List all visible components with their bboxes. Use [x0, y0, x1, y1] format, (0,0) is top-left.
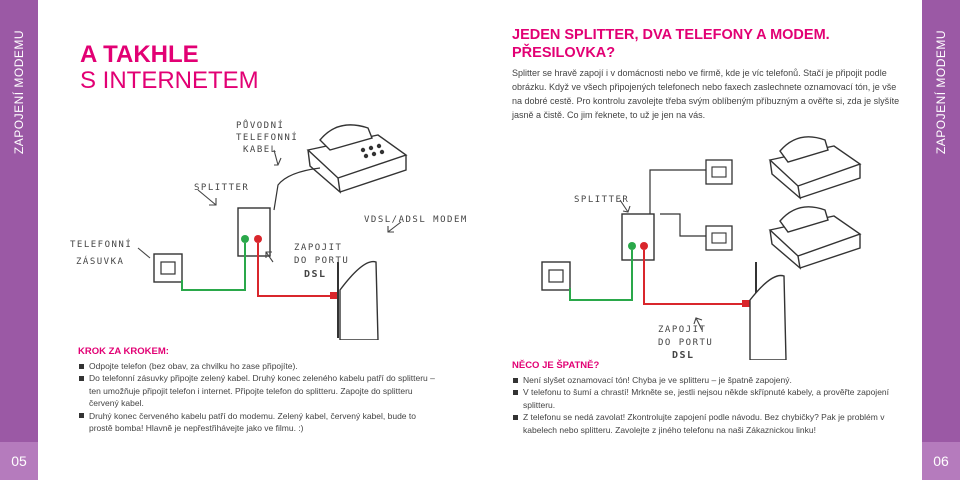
wall-socket — [541, 261, 571, 291]
label-port-1: ZAPOJIT — [658, 325, 706, 335]
left-wiring-diagram: PŮVODNÍ TELEFONNÍ KABEL SPLITTER TELEFON… — [70, 119, 468, 340]
green-cable — [569, 250, 633, 301]
label-orig-cable-2: TELEFONNÍ — [236, 131, 298, 143]
steps-list: Odpojte telefon (bez obav, za chvilku ho… — [78, 360, 438, 434]
label-port-3: DSL — [304, 269, 327, 280]
wall-socket — [153, 253, 183, 283]
phone-cable — [660, 213, 706, 237]
left-page-number-box: 05 — [0, 442, 38, 480]
green-cable — [181, 243, 246, 291]
right-page-number-box: 06 — [922, 442, 960, 480]
label-socket-1: TELEFONNÍ — [70, 238, 132, 250]
label-modem: VDSL/ADSL MODEM — [364, 215, 468, 225]
label-socket-2: ZÁSUVKA — [76, 255, 124, 267]
phone-illustration — [306, 124, 408, 194]
phone-socket — [705, 159, 733, 185]
right-title-line1: JEDEN SPLITTER, DVA TELEFONY A MODEM. — [512, 27, 830, 43]
intro-paragraph: Splitter se hravě zapojí i v domácnosti … — [512, 68, 900, 120]
phone-cable — [273, 167, 321, 211]
left-side-bar: ZAPOJENÍ MODEMU 05 — [0, 0, 38, 480]
splitter-arrow — [197, 189, 217, 206]
port-arrow — [693, 317, 703, 331]
red-cable-plug — [742, 300, 750, 307]
left-section-label: ZAPOJENÍ MODEMU — [12, 29, 26, 155]
phone-socket — [705, 225, 733, 251]
splitter-device — [237, 207, 271, 257]
socket-arrow — [137, 247, 151, 259]
right-section-label: ZAPOJENÍ MODEMU — [934, 29, 948, 155]
red-cable — [257, 243, 330, 297]
left-page-number: 05 — [11, 453, 27, 469]
left-title-line1: A TAKHLE — [80, 41, 199, 68]
trouble-list: Není slyšet oznamovací tón! Chyba je ve … — [512, 374, 892, 436]
trouble-title: NĚCO JE ŠPATNĚ? — [512, 360, 600, 371]
right-title-line2: PŘESILOVKA? — [512, 45, 616, 61]
label-port-3: DSL — [672, 350, 695, 360]
list-item: Není slyšet oznamovací tón! Chyba je ve … — [512, 374, 892, 386]
right-wiring-diagram: SPLITTER ZAPOJIT DO PORTU DSL — [541, 136, 862, 360]
splitter-device — [621, 213, 655, 261]
right-page: JEDEN SPLITTER, DVA TELEFONY A MODEM. PŘ… — [480, 0, 922, 480]
modem-arrow — [387, 221, 402, 233]
trouble-section: NĚCO JE ŠPATNĚ? Není slyšet oznamovací t… — [512, 360, 892, 436]
left-page-title: A TAKHLE S INTERNETEM — [80, 42, 259, 94]
list-item: Druhý konec červeného kabelu patří do mo… — [78, 410, 438, 435]
list-item: Odpojte telefon (bez obav, za chvilku ho… — [78, 360, 438, 372]
modem-illustration — [749, 262, 787, 360]
left-title-line2: S INTERNETEM — [80, 67, 259, 94]
phone-cable — [649, 169, 706, 214]
red-cable-plug — [330, 292, 338, 299]
label-port-2: DO PORTU — [658, 338, 713, 348]
steps-title: KROK ZA KROKEM: — [78, 346, 169, 357]
list-item: Do telefonní zásuvky připojte zelený kab… — [78, 372, 438, 409]
left-page: A TAKHLE S INTERNETEM — [38, 0, 480, 480]
label-splitter: SPLITTER — [574, 195, 629, 205]
red-cable — [643, 250, 742, 305]
phone-illustration — [768, 206, 862, 270]
steps-section: KROK ZA KROKEM: Odpojte telefon (bez oba… — [78, 346, 438, 434]
right-page-title: JEDEN SPLITTER, DVA TELEFONY A MODEM. PŘ… — [512, 26, 830, 62]
list-item: V telefonu to šumí a chrastí! Mrkněte se… — [512, 386, 892, 411]
phone-illustration — [768, 136, 862, 200]
label-port-1: ZAPOJIT — [294, 243, 342, 253]
label-orig-cable-1: PŮVODNÍ — [236, 119, 284, 131]
port-arrow — [265, 251, 274, 263]
splitter-arrow — [619, 199, 631, 213]
label-orig-cable-3: KABEL — [243, 145, 278, 155]
right-side-bar: ZAPOJENÍ MODEMU 06 — [922, 0, 960, 480]
label-splitter: SPLITTER — [194, 183, 249, 193]
modem-illustration — [337, 260, 379, 340]
list-item: Z telefonu se nedá zavolat! Zkontrolujte… — [512, 411, 892, 436]
right-page-number: 06 — [933, 453, 949, 469]
cable-arrow — [273, 149, 282, 166]
label-port-2: DO PORTU — [294, 256, 349, 266]
